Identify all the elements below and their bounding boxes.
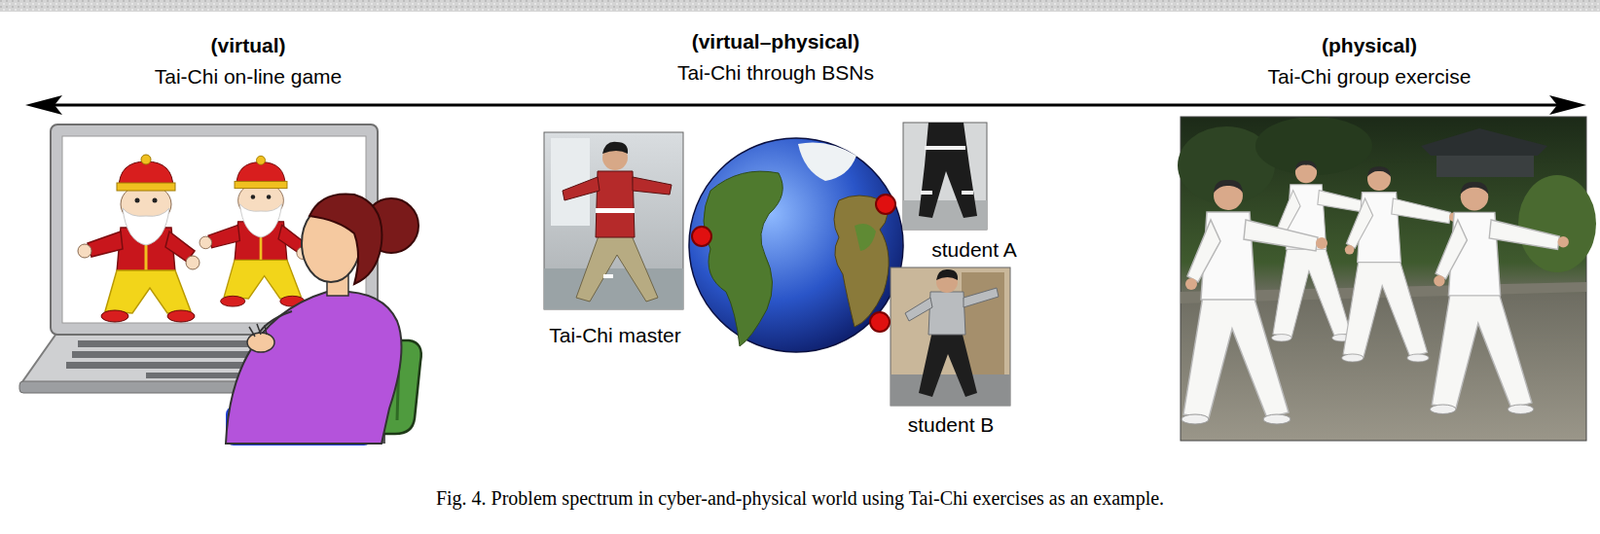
arrow-head <box>25 95 63 115</box>
spectrum-line <box>48 104 1564 108</box>
spectrum-subtitle: Tai-Chi group exercise <box>1265 64 1475 89</box>
arrow-head <box>1549 95 1587 115</box>
globe <box>689 138 904 353</box>
group-photo <box>1177 116 1597 441</box>
spectrum-subtitle: Tai-Chi through BSNs <box>674 60 877 85</box>
student-b-photo <box>890 267 1011 406</box>
location-dot <box>870 312 890 332</box>
spectrum-subtitle: Tai-Chi on-line game <box>151 64 346 89</box>
woman-figure <box>225 193 422 446</box>
photo-label: student B <box>905 412 998 437</box>
student-a-photo <box>903 122 987 230</box>
photo-label: student A <box>928 237 1020 262</box>
texture-strip <box>0 0 1600 12</box>
location-dot <box>875 194 896 215</box>
spectrum-end-label: (virtual) <box>207 33 289 58</box>
spectrum-end-label: (physical) <box>1318 33 1420 58</box>
master-photo <box>544 132 684 310</box>
photo-label: Tai-Chi master <box>545 323 684 348</box>
spectrum-end-label: (virtual–physical) <box>689 29 864 54</box>
figure-caption: Fig. 4. Problem spectrum in cyber-and-ph… <box>433 486 1167 511</box>
